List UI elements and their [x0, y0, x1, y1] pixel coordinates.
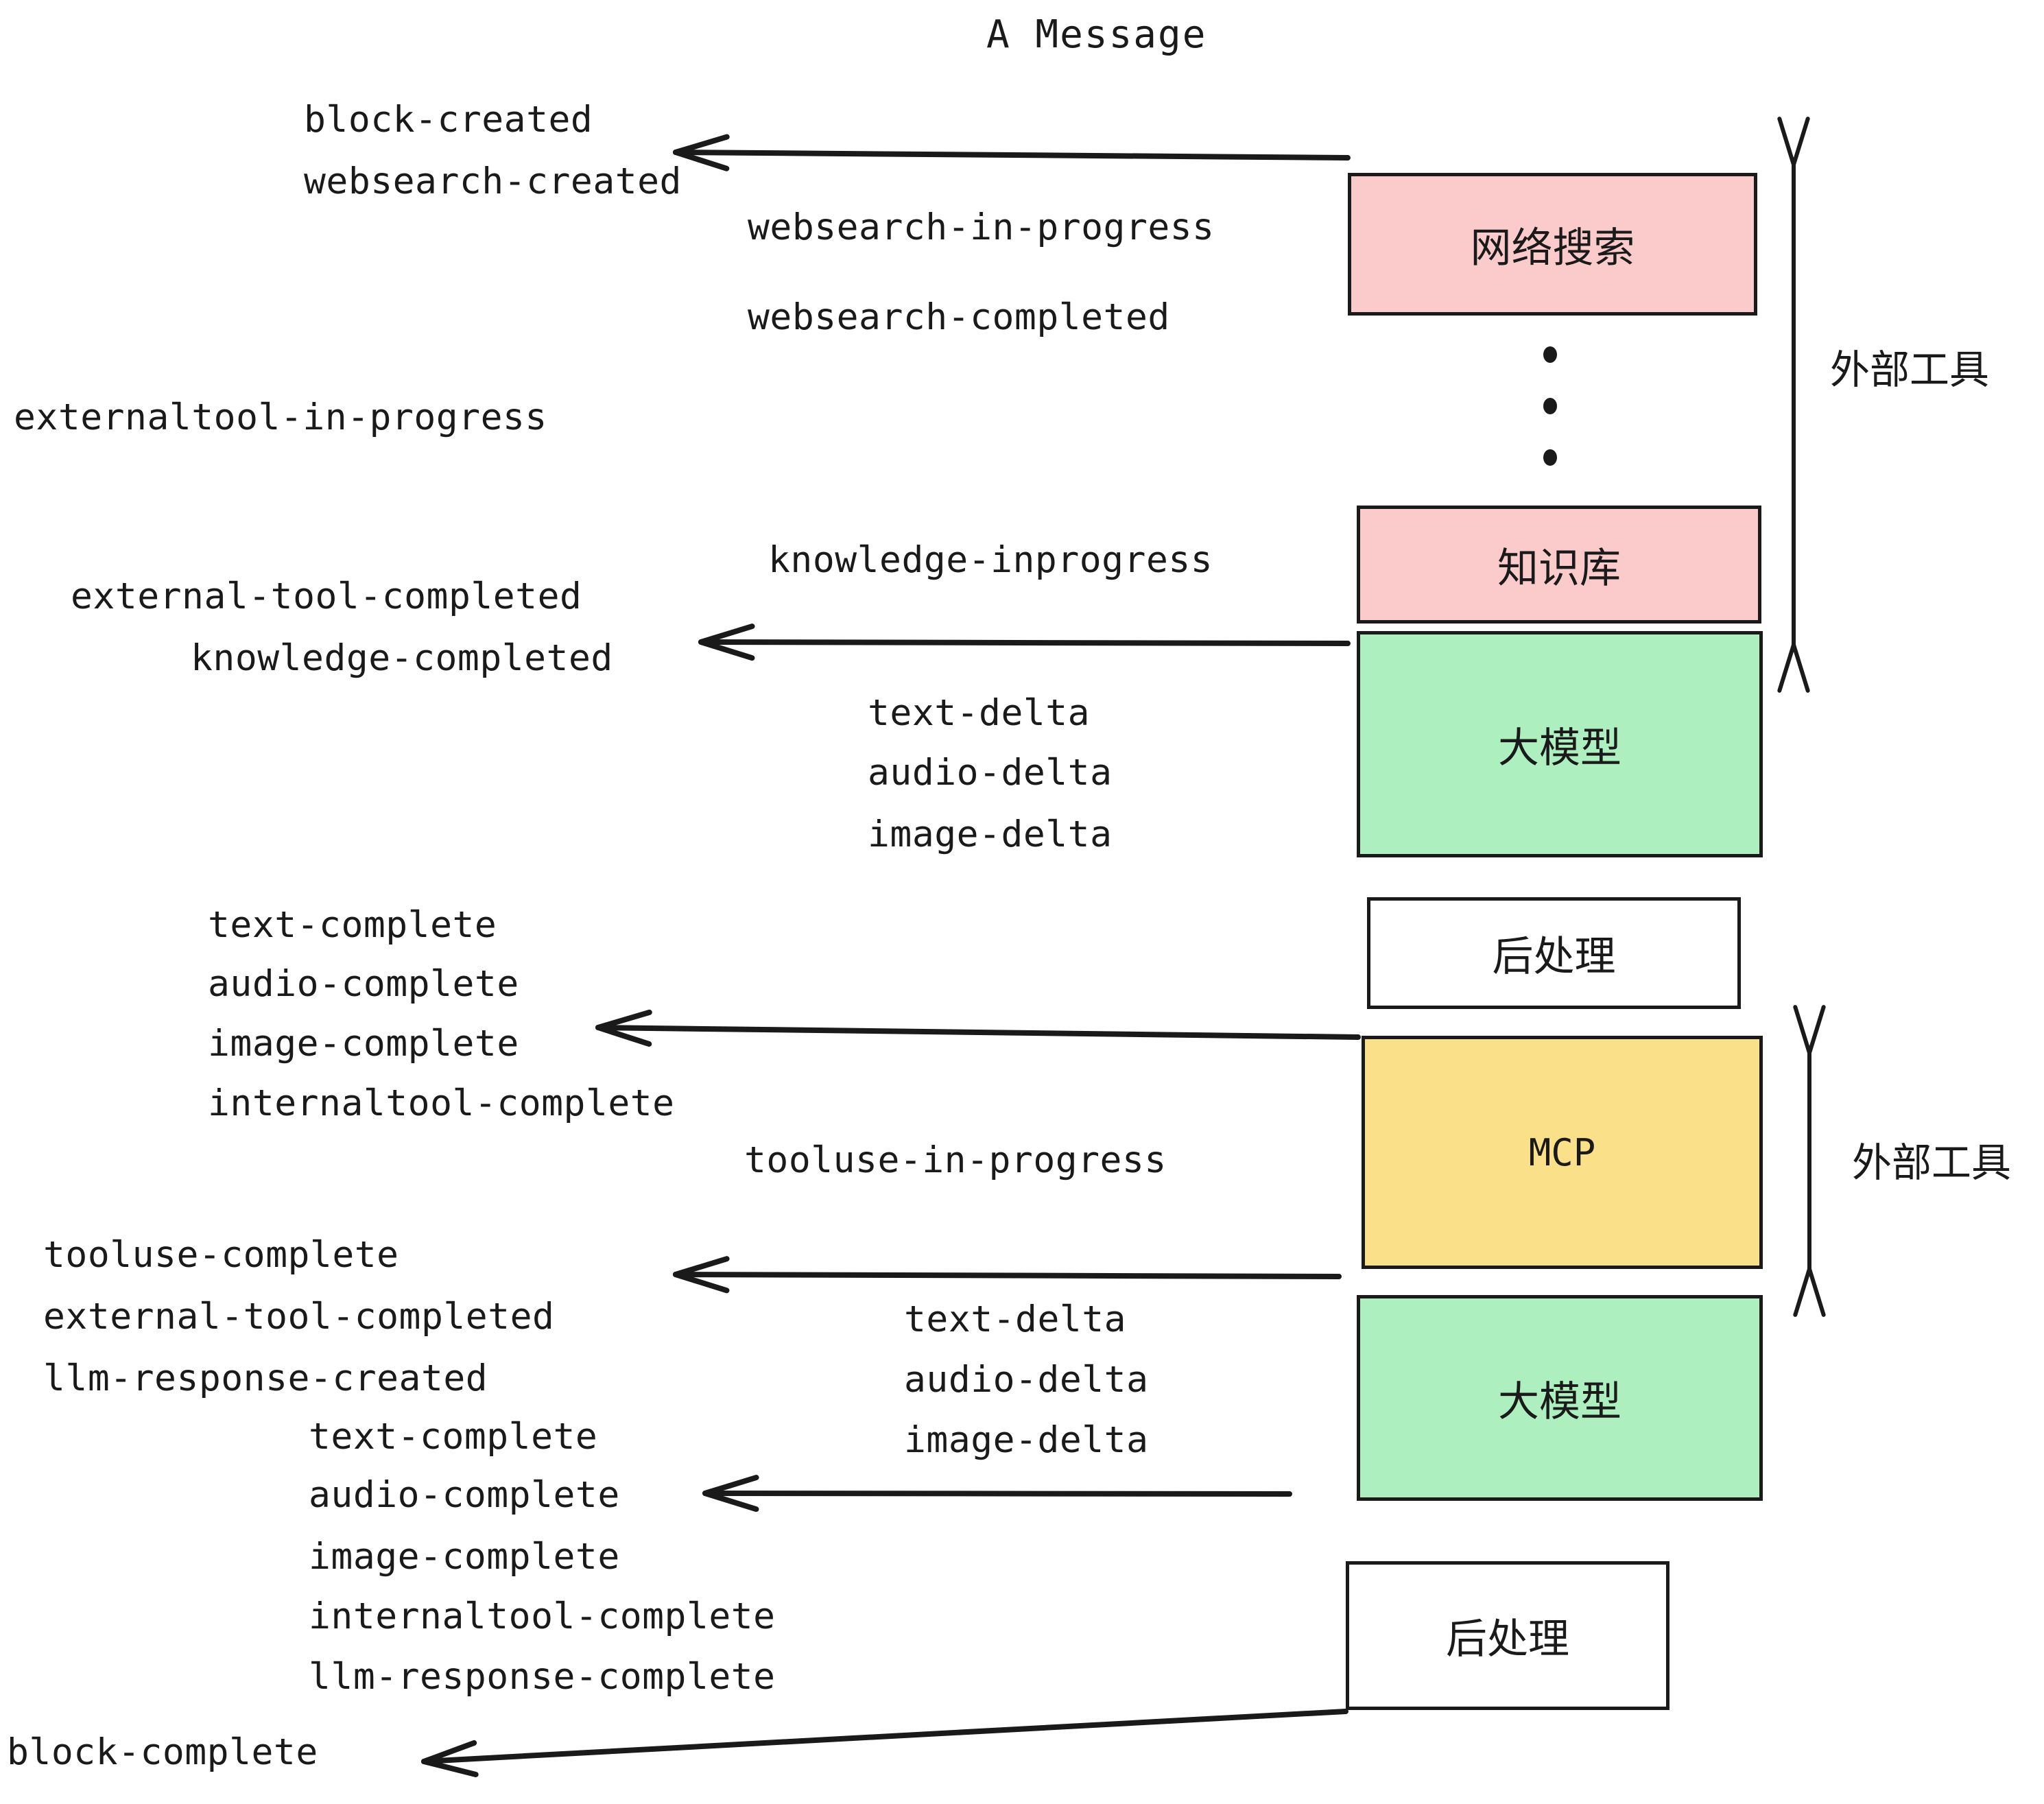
arrow-tooluse-complete [673, 1256, 1342, 1294]
node-websearch[interactable]: 网络搜索 [1348, 173, 1757, 316]
arrow-audio-complete [702, 1475, 1292, 1512]
event-label-image-complete-2: image-complete [309, 1536, 620, 1578]
node-label-websearch: 网络搜索 [1470, 224, 1635, 272]
event-label-external-tool-completed-2: external-tool-completed [43, 1296, 555, 1338]
event-label-tooluse-in-progress: tooluse-in-progress [744, 1139, 1167, 1181]
ellipsis-dot-3 [1543, 449, 1557, 466]
event-label-block-created: block-created [304, 99, 593, 141]
event-label-websearch-created: websearch-created [304, 161, 682, 202]
event-label-websearch-in-progress: websearch-in-progress [748, 206, 1215, 248]
event-label-text-delta-1: text-delta [868, 692, 1091, 734]
event-label-knowledge-completed: knowledge-completed [191, 637, 613, 679]
event-label-tooluse-complete: tooluse-complete [43, 1234, 399, 1276]
event-label-llm-response-created: llm-response-created [43, 1357, 488, 1399]
node-llm-2[interactable]: 大模型 [1357, 1295, 1763, 1501]
event-label-text-delta-2: text-delta [904, 1298, 1127, 1340]
arrow-block-created [673, 134, 1351, 171]
side-annotation-external-tool-bottom: 外部工具 [1852, 1139, 2012, 1186]
event-label-audio-complete-2: audio-complete [309, 1474, 620, 1516]
arrow-block-complete [421, 1709, 1348, 1777]
event-label-text-complete-1: text-complete [208, 904, 497, 946]
node-postprocess-1[interactable]: 后处理 [1367, 897, 1741, 1009]
arrow-knowledge-completed [698, 624, 1351, 661]
node-label-llm-1: 大模型 [1498, 724, 1621, 772]
node-postprocess-2[interactable]: 后处理 [1346, 1561, 1669, 1710]
event-label-llm-response-complete: llm-response-complete [309, 1656, 776, 1698]
node-mcp[interactable]: MCP [1362, 1036, 1763, 1269]
ellipsis-dot-1 [1543, 346, 1557, 363]
event-label-external-tool-completed-1: external-tool-completed [71, 575, 582, 617]
node-label-postprocess-1: 后处理 [1492, 933, 1616, 981]
event-label-externaltool-in-progress: externaltool-in-progress [14, 396, 547, 438]
event-label-knowledge-inprogress: knowledge-inprogress [768, 539, 1213, 581]
event-label-internaltool-complete-2: internaltool-complete [309, 1595, 776, 1637]
node-label-knowledge: 知识库 [1497, 544, 1621, 593]
external-tool-bracket-top [1777, 117, 1810, 693]
node-label-postprocess-2: 后处理 [1446, 1615, 1569, 1663]
event-label-block-complete: block-complete [7, 1731, 318, 1773]
event-label-text-complete-2: text-complete [309, 1416, 598, 1458]
event-label-websearch-completed: websearch-completed [748, 296, 1170, 338]
event-label-audio-delta-2: audio-delta [904, 1359, 1149, 1401]
event-label-internaltool-complete-1: internaltool-complete [208, 1082, 675, 1124]
node-knowledge[interactable]: 知识库 [1357, 506, 1761, 624]
node-llm-1[interactable]: 大模型 [1357, 631, 1763, 857]
event-label-image-delta-2: image-delta [904, 1419, 1149, 1461]
event-label-audio-delta-1: audio-delta [868, 752, 1113, 794]
event-label-image-delta-1: image-delta [868, 814, 1113, 855]
external-tool-bracket-bottom [1793, 1005, 1826, 1317]
event-label-audio-complete-1: audio-complete [208, 963, 519, 1005]
node-label-mcp: MCP [1528, 1130, 1596, 1174]
side-annotation-external-tool-top: 外部工具 [1830, 346, 1990, 393]
node-label-llm-2: 大模型 [1498, 1377, 1621, 1426]
ellipsis-dot-2 [1543, 398, 1557, 414]
arrow-image-complete [595, 1009, 1361, 1047]
diagram-title: A Message [986, 12, 1207, 57]
event-label-image-complete-1: image-complete [208, 1023, 519, 1065]
